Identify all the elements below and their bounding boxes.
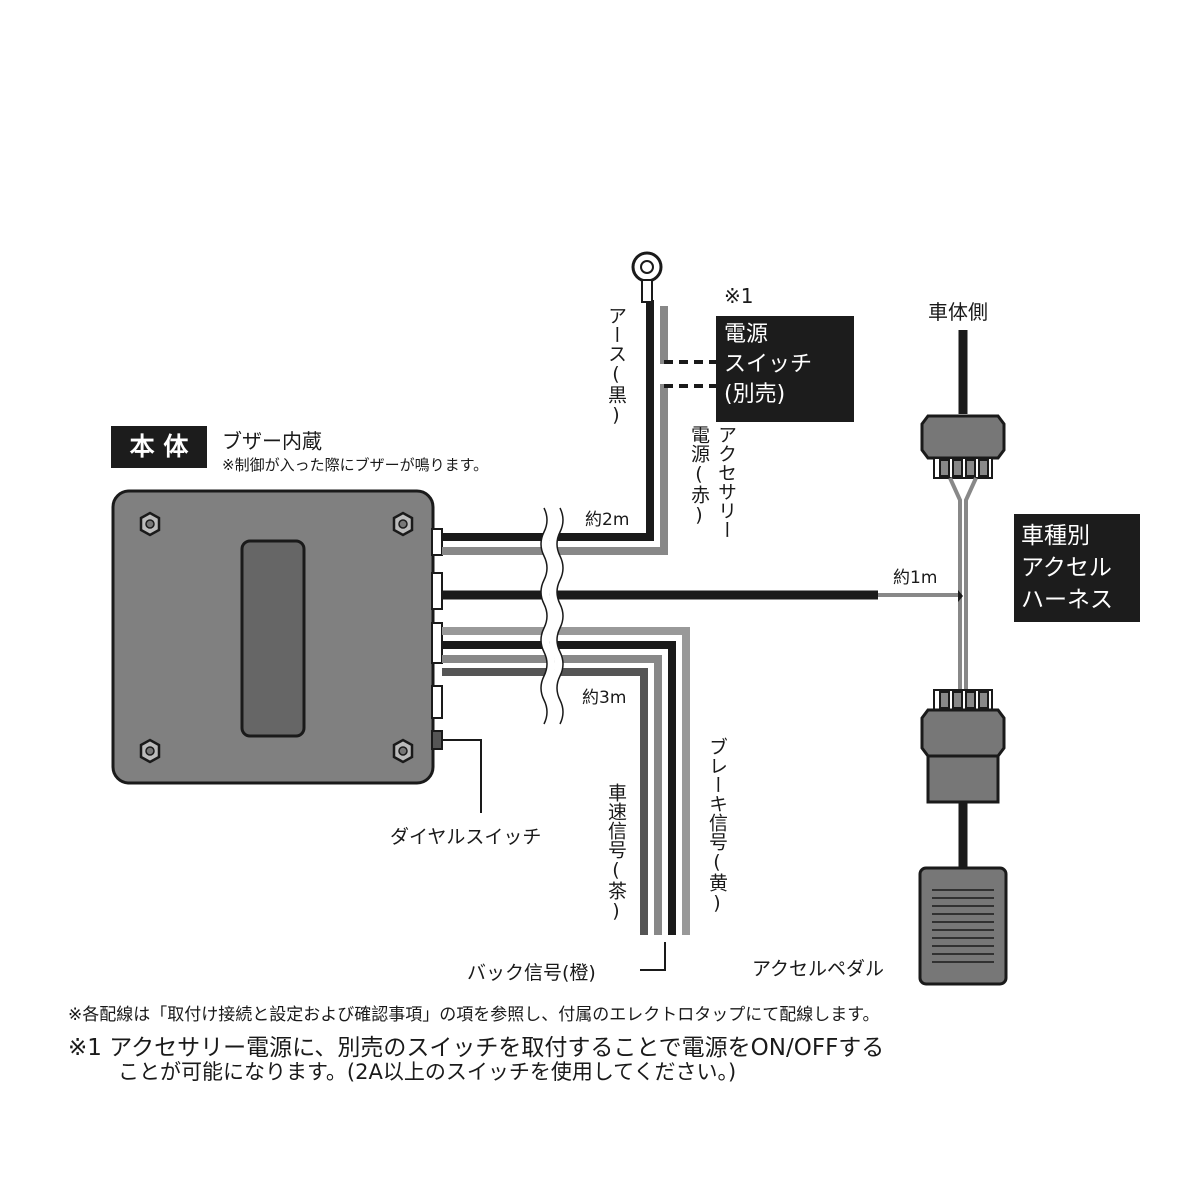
dial-switch-label: ダイヤルスイッチ [390, 826, 542, 848]
harness-line2: アクセル [1021, 555, 1112, 581]
screw-icon [392, 511, 414, 537]
wire-speed-2 [442, 668, 648, 935]
acc-wire-label-1: アクセサリー [715, 425, 737, 539]
main-unit-window [240, 539, 306, 738]
wire-speed [442, 655, 662, 935]
unit-connectors [431, 528, 443, 750]
wire-earth [442, 300, 654, 541]
power-switch-line1: 電源 [724, 322, 769, 347]
screw-icon [392, 738, 414, 764]
earth-wire-label: アース(黒) [605, 306, 627, 426]
length-1m-label: 約1m [893, 568, 938, 588]
main-unit-label-text: 本 体 [129, 432, 189, 461]
buzzer-note: ※制御が入った際にブザーが鳴ります。 [222, 456, 489, 474]
harness-line1: 車種別 [1021, 523, 1090, 549]
footnote-2-line2: ことが可能になります。(2A以上のスイッチを使用してください。) [118, 1060, 737, 1084]
brake-signal-label: ブレーキ信号(黄) [706, 737, 728, 914]
harness-connector-upper [920, 414, 1006, 460]
car-side-label: 車体側 [928, 300, 988, 324]
power-switch-line3: (別売) [724, 382, 786, 407]
harness-connector-lower [920, 708, 1006, 758]
power-switch-mark: ※1 [724, 284, 754, 308]
footnote-1: ※各配線は「取付け接続と設定および確認事項」の項を参照し、付属のエレクトロタップ… [68, 1005, 880, 1025]
main-unit-label: 本 体 [111, 426, 207, 468]
back-signal-label: バック信号(橙) [467, 962, 596, 984]
ring-terminal-icon [631, 251, 663, 303]
length-3m-label: 約3m [582, 688, 627, 708]
wire-break-mark [541, 506, 563, 726]
acc-wire-label-2: 電源(赤) [688, 425, 710, 526]
length-2m-label: 約2m [585, 510, 630, 530]
screw-icon [139, 511, 161, 537]
power-switch-box: 電源 スイッチ (別売) [716, 316, 854, 422]
screw-icon [139, 738, 161, 764]
accel-pedal-label: アクセルペダル [752, 958, 885, 980]
accelerator-pedal-icon [918, 866, 1008, 986]
buzzer-title: ブザー内蔵 [222, 429, 322, 453]
power-switch-line2: スイッチ [724, 352, 813, 377]
wire-brake [442, 627, 690, 935]
footnote-2-line1: ※1 アクセサリー電源に、別売のスイッチを取付することで電源をON/OFFする [68, 1035, 885, 1061]
wire-back [442, 641, 676, 935]
speed-signal-label: 車速信号(茶) [605, 783, 627, 922]
harness-label-box: 車種別 アクセル ハーネス [1014, 514, 1140, 622]
dial-switch-leader [442, 739, 482, 813]
harness-line3: ハーネス [1021, 587, 1113, 613]
